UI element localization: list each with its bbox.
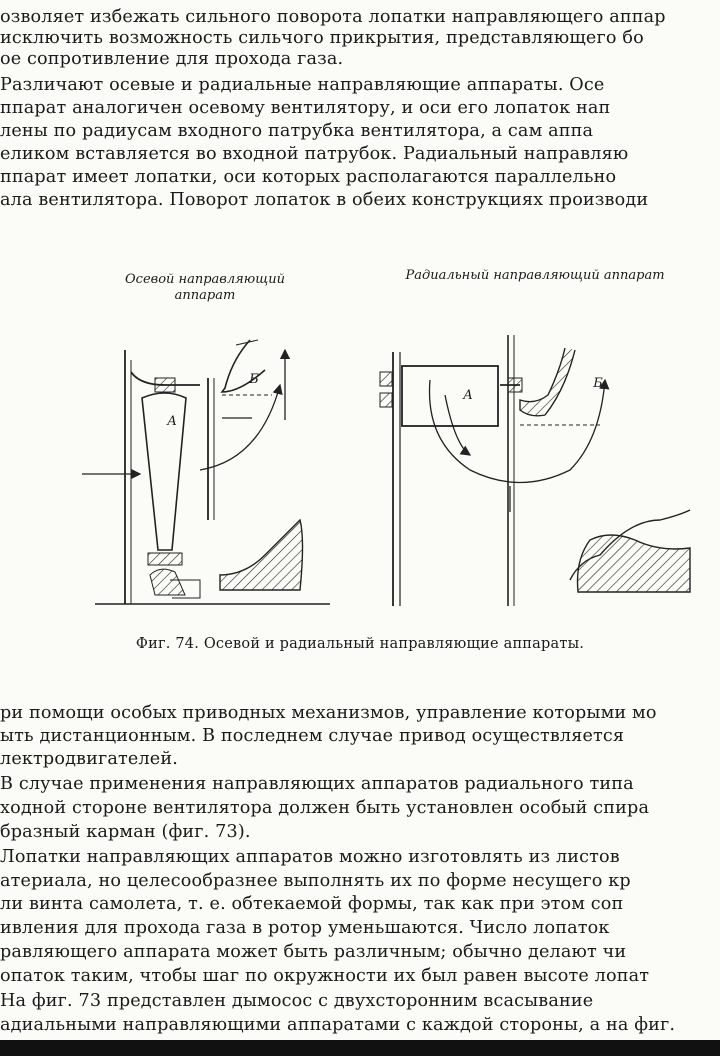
mark-a-left: А [167,414,177,429]
figure-caption: Фиг. 74. Осевой и радиальный направляющи… [135,636,585,652]
text-line: ыть дистанционным. В последнем случае пр… [0,726,625,746]
text-line: еликом вставляется во входной патрубок. … [0,144,629,164]
figure-drawing [82,335,691,606]
text-line: В случае применения направляющих аппарат… [0,774,634,794]
text-line: равляющего аппарата может быть различным… [0,942,627,962]
figure-label-axial: Осевой направляющий аппарат [125,272,285,303]
text-line: ала вентилятора. Поворот лопаток в обеих… [0,190,649,210]
radial-apparatus-drawing [379,335,691,606]
text-line: озволяет избежать сильного поворота лопа… [0,7,666,27]
text-line: ппарат имеет лопатки, оси которых распол… [0,167,617,187]
text-line: исключить возможность сильчого прикрытия… [0,28,644,48]
scan-bottom-edge [0,1040,720,1056]
text-line: лектродвигателей. [0,749,178,769]
text-line: бразный карман (фиг. 73). [0,822,251,842]
text-line: опаток таким, чтобы шаг по окружности их… [0,966,650,986]
text-line: Лопатки направляющих аппаратов можно изг… [0,847,620,867]
text-line: ри помощи особых приводных механизмов, у… [0,703,657,723]
text-line: ивления для прохода газа в ротор уменьша… [0,918,610,938]
text-line: Различают осевые и радиальные направляющ… [0,75,605,95]
text-line: На фиг. 73 представлен дымосос с двухсто… [0,991,594,1011]
text-line: лены по радиусам входного патрубка венти… [0,121,594,141]
text-line: ли винта самолета, т. е. обтекаемой форм… [0,894,624,914]
mark-b-left: Б [249,372,259,387]
mark-b-right: Б [593,376,603,391]
figure-label-radial: Радиальный направляющий аппарат [405,268,665,283]
mark-a-right: А [463,388,473,403]
text-line: ое сопротивление для прохода газа. [0,49,344,69]
text-line: атериала, но целесообразнее выполнять их… [0,871,631,891]
text-line: ходной стороне вентилятора должен быть у… [0,798,650,818]
axial-apparatus-drawing [82,339,330,605]
text-line: адиальными направляющими аппаратами с ка… [0,1015,676,1035]
text-line: ппарат аналогичен осевому вентилятору, и… [0,98,611,118]
